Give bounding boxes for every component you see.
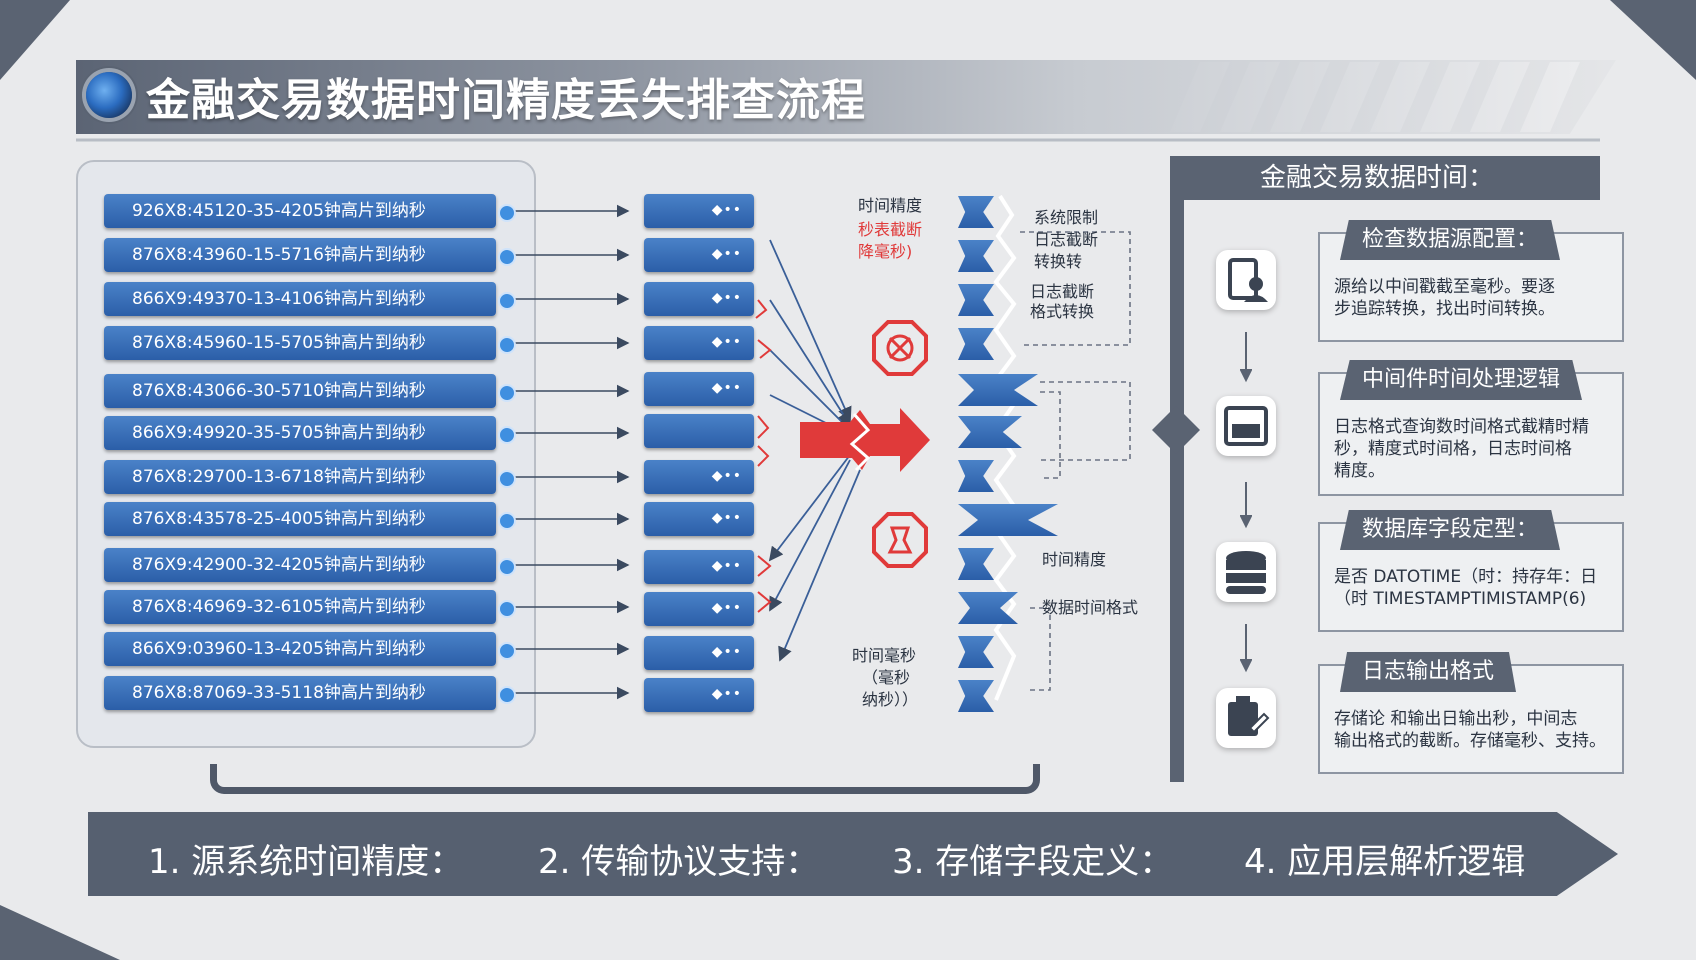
card-body: 日志格式查询数时间格式截精时精 秒，精度式时间格，日志时间格 精度。: [1334, 416, 1610, 482]
source-row: 876X8:43578-25-4005钟高片到纳秒: [104, 502, 496, 536]
annotation-ms: （毫秒: [862, 668, 911, 687]
step-2: 2. 传输协议支持：: [538, 842, 820, 882]
source-row: 876X8:29700-13-6718钟高片到纳秒: [104, 460, 496, 494]
connector-dot: [498, 686, 516, 704]
source-row: 866X9:49370-13-4106钟高片到纳秒: [104, 282, 496, 316]
diamond-node-icon: [1152, 406, 1200, 454]
card-line: 输出格式的截断。存储毫秒、支持。: [1334, 731, 1606, 751]
alert-broken-clock-icon: [872, 320, 928, 376]
card-check-source: 检查数据源配置： 源给以中间戳截至毫秒。要逐 步追踪转换，找出时间转换。: [1318, 220, 1624, 342]
title-banner: [76, 60, 1616, 134]
source-row: 876X8:46969-32-6105钟高片到纳秒: [104, 590, 496, 624]
panel-bracket: [1170, 178, 1184, 782]
card-title: 检查数据源配置：: [1340, 220, 1561, 260]
database-icon: [1216, 542, 1276, 602]
transit-node: ◆••: [644, 372, 754, 406]
connector-dot: [498, 426, 516, 444]
annotation-precision: 时间精度: [1042, 550, 1107, 569]
connector-dot: [498, 292, 516, 310]
transit-node: ◆••: [644, 592, 754, 626]
transit-node: ◆••: [644, 502, 754, 536]
source-row: 876X9:42900-32-4205钟高片到纳秒: [104, 548, 496, 582]
source-row: 876X8:45960-15-5705钟高片到纳秒: [104, 326, 496, 360]
connector-dot: [498, 248, 516, 266]
transit-node: ◆••: [644, 678, 754, 712]
connector-dot: [498, 558, 516, 576]
connector-dot: [498, 512, 516, 530]
step-4: 4. 应用层解析逻辑: [1244, 842, 1526, 882]
log-edit-icon: [1216, 688, 1276, 748]
card-body: 源给以中间戳截至毫秒。要逐 步追踪转换，找出时间转换。: [1334, 276, 1610, 320]
page-title: 金融交易数据时间精度丢失排查流程: [146, 75, 866, 126]
connector-dot: [498, 384, 516, 402]
connector-dot: [498, 470, 516, 488]
step-3: 3. 存储字段定义：: [892, 842, 1174, 882]
transit-node: ◆••: [644, 238, 754, 272]
panel-header: 金融交易数据时间：: [1170, 156, 1600, 200]
transit-node: ◆••: [644, 550, 754, 584]
card-body: 存储论 和输出日输出秒，中间志 输出格式的截断。存储毫秒、支持。: [1334, 708, 1610, 752]
source-row: 866X9:49920-35-5705钟高片到纳秒: [104, 416, 496, 450]
annotation-format-convert: 格式转换: [1030, 302, 1095, 321]
annotation-precision: 时间精度: [858, 196, 923, 215]
card-line: 是否 DATOTIME（时：持存年：日: [1334, 567, 1598, 587]
card-line: 存储论 和输出日输出秒，中间志: [1334, 709, 1578, 729]
source-row: 876X8:43066-30-5710钟高片到纳秒: [104, 374, 496, 408]
transit-node: ◆••: [644, 326, 754, 360]
transit-node: ◆••: [644, 636, 754, 670]
annotation-log-trunc: 日志截断: [1030, 282, 1095, 301]
card-title: 数据库字段定型：: [1340, 510, 1561, 550]
transit-node: ◆••: [644, 194, 754, 228]
card-line: 秒，精度式时间格，日志时间格: [1334, 439, 1572, 459]
steps-banner: [88, 812, 1618, 896]
source-row: 926X8:45120-35-4205钟高片到纳秒: [104, 194, 496, 228]
card-line: 日志格式查询数时间格式截精时精: [1334, 417, 1589, 437]
card-line: 源给以中间戳截至毫秒。要逐: [1334, 277, 1555, 297]
annotation-ms: 时间毫秒: [852, 646, 917, 665]
annotation-log-trunc: 日志截断: [1034, 230, 1099, 249]
transit-node: ◆••: [644, 282, 754, 316]
transit-node: [644, 414, 754, 448]
source-row: 866X9:03960-13-4205钟高片到纳秒: [104, 632, 496, 666]
source-row: 876X8:43960-15-5716钟高片到纳秒: [104, 238, 496, 272]
card-title: 日志输出格式: [1340, 652, 1517, 692]
annotation-loss: 降毫秒): [858, 242, 913, 261]
connector-dot: [498, 204, 516, 222]
connector-dot: [498, 642, 516, 660]
clipboard-user-icon: [1216, 250, 1276, 310]
flow-bracket: [210, 764, 1040, 794]
card-line: 精度。: [1334, 461, 1385, 481]
target-icon: [86, 72, 132, 118]
card-middleware: 中间件时间处理逻辑 日志格式查询数时间格式截精时精 秒，精度式时间格，日志时间格…: [1318, 360, 1624, 496]
alert-warning-icon: [872, 512, 928, 568]
card-line: 步追踪转换，找出时间转换。: [1334, 299, 1555, 319]
server-box-icon: [1216, 396, 1276, 456]
card-db-field: 数据库字段定型： 是否 DATOTIME（时：持存年：日 （时 TIMESTAM…: [1318, 510, 1624, 632]
connector-dot: [498, 600, 516, 618]
card-log-format: 日志输出格式 存储论 和输出日输出秒，中间志 输出格式的截断。存储毫秒、支持。: [1318, 652, 1624, 774]
source-row: 876X8:87069-33-5118钟高片到纳秒: [104, 676, 496, 710]
card-line: （时 TIMESTAMPTIMISTAMP(6): [1334, 589, 1587, 609]
annotation-sys-limit: 系统限制: [1034, 208, 1099, 227]
card-body: 是否 DATOTIME（时：持存年：日 （时 TIMESTAMPTIMISTAM…: [1334, 566, 1610, 610]
annotation-data-format: 数据时间格式: [1042, 598, 1139, 617]
card-title: 中间件时间处理逻辑: [1340, 360, 1583, 400]
step-1: 1. 源系统时间精度：: [148, 842, 464, 882]
precision-loss-arrow: [800, 408, 930, 472]
annotation-ns: 纳秒））: [862, 690, 919, 709]
annotation-convert: 转换转: [1034, 252, 1083, 271]
connector-dot: [498, 336, 516, 354]
vertical-flow-arrows: [1240, 332, 1252, 673]
annotation-loss: 秒表截断: [858, 220, 923, 239]
transit-node: ◆••: [644, 460, 754, 494]
